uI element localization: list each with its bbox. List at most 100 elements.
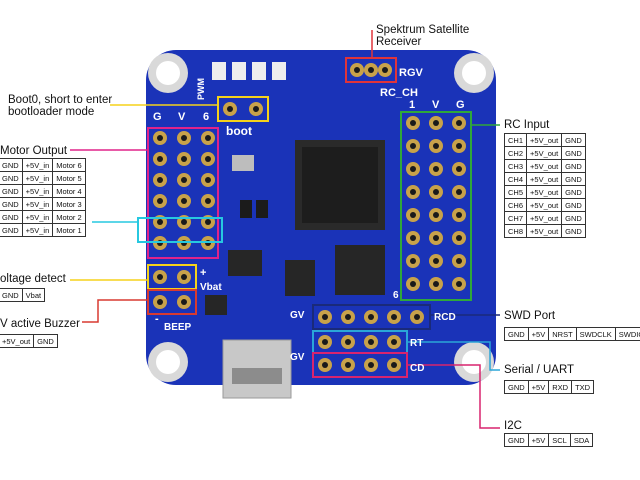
swd-highlight [312, 304, 431, 330]
rc-table-cell: +5V_out [526, 224, 563, 238]
motor-table-cell: Motor 6 [52, 158, 86, 172]
rc-ch-silk: RC_CH [380, 87, 418, 99]
small-chip [285, 260, 315, 296]
rc-table-cell: CH5 [503, 185, 528, 199]
pin-pad [406, 185, 420, 199]
motor-table-cell: GND [0, 171, 23, 185]
pin-pad [201, 194, 215, 208]
motor-output-label: Motor Output [0, 145, 68, 157]
boot0-label-line2: bootloader mode [8, 106, 95, 118]
pin-pad [364, 358, 378, 372]
i2c-table-cell: SCL [548, 433, 571, 447]
rc-table-cell: CH4 [503, 172, 528, 186]
motor-col-6: 6 [203, 111, 209, 123]
spektrum-highlight [345, 57, 397, 83]
rc-input-label: RC Input [504, 119, 550, 131]
crystal [232, 155, 254, 171]
motor-table-cell: Motor 1 [52, 223, 86, 237]
motor-col-v: V [178, 111, 186, 123]
pin-pad [429, 277, 443, 291]
pin-pad [318, 310, 332, 324]
motor-table-cell: Motor 2 [52, 210, 86, 224]
motor-table-cell: +5V_in [21, 197, 54, 211]
pwm-connectors [212, 62, 286, 80]
pin-pad [249, 102, 263, 116]
pin-pad [341, 335, 355, 349]
i2c-callout [406, 364, 500, 429]
pin-pad [341, 358, 355, 372]
plus-silk: + [200, 267, 206, 279]
pin-pad [429, 162, 443, 176]
pin-pad [452, 162, 466, 176]
swd-table-cell: SWDIO [614, 327, 640, 341]
pin-pad [406, 254, 420, 268]
pin-pad [177, 131, 191, 145]
voltage-table-cell: GND [0, 288, 23, 302]
rc-col-1: 1 [409, 99, 415, 111]
six-silk: 6 [393, 290, 399, 301]
rc-table-cell: GND [561, 211, 586, 225]
pin-pad [410, 310, 424, 324]
gv-silk: GV [290, 310, 305, 321]
serial-table-cell: RXD [548, 380, 573, 394]
beep-silk: BEEP [164, 322, 192, 333]
motor-table-cell: +5V_in [21, 158, 54, 172]
swd-table-cell: SWDCLK [575, 327, 616, 341]
pin-pad [177, 173, 191, 187]
boot0-label: Boot0, short to enter bootloader mode [8, 94, 112, 118]
rc-table-cell: +5V_out [526, 185, 563, 199]
buzzer-table-cell: +5V_out [0, 334, 35, 348]
gv2-silk: GV [290, 352, 305, 363]
mcu-chip [295, 140, 385, 230]
motor-table-cell: GND [0, 184, 23, 198]
rc-table-cell: CH1 [503, 133, 528, 147]
pin-pad [364, 63, 378, 77]
pin-pad [223, 102, 237, 116]
pin-pad [429, 231, 443, 245]
pin-pad [452, 116, 466, 130]
pin-pad [318, 358, 332, 372]
boot0-label-line1: Boot0, short to enter [8, 94, 113, 106]
motor-table-cell: GND [0, 158, 23, 172]
rc-table-cell: CH6 [503, 198, 528, 212]
motor-table-cell: Motor 4 [52, 184, 86, 198]
swd-table-cell: GND [504, 327, 529, 341]
pin-pad [406, 162, 420, 176]
sensor-chip [335, 245, 385, 295]
cap-2 [256, 200, 268, 218]
cap-1 [240, 200, 252, 218]
callout-lines [70, 30, 500, 429]
rc-table-cell: +5V_out [526, 211, 563, 225]
spektrum-label-line1: Spektrum Satellite [376, 24, 470, 36]
pin-pad [452, 277, 466, 291]
boot-silk: boot [226, 124, 252, 138]
serial-uart-label: Serial / UART [504, 364, 575, 376]
pin-pad [177, 152, 191, 166]
rc-table-cell: CH2 [503, 146, 528, 160]
spektrum-label-line2: Receiver [376, 36, 422, 48]
rc-table-cell: CH3 [503, 159, 528, 173]
pad-group [153, 63, 466, 372]
swd-table-cell: +5V [527, 327, 550, 341]
pin-pad [452, 231, 466, 245]
pin-pad [201, 152, 215, 166]
rc-col-g: G [456, 99, 465, 111]
cd-silk: CD [410, 363, 424, 374]
rt-silk: RT [410, 338, 423, 349]
serial-table-cell: TXD [571, 380, 595, 394]
pin-pad [452, 139, 466, 153]
pin-pad [406, 231, 420, 245]
